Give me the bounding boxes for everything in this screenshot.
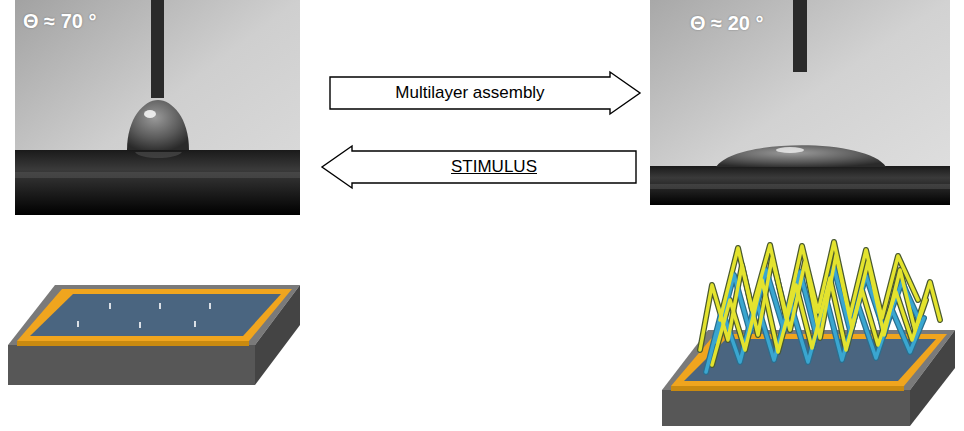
block-arrow (322, 146, 636, 188)
contact-angle-photo (15, 0, 300, 215)
contact-angle-label: Θ ≈ 70 ° (23, 9, 96, 33)
arrow-label: Multilayer assembly (392, 83, 547, 103)
photo-panel: Θ ≈ 70 ° (15, 0, 300, 215)
contact-angle-photo (650, 0, 950, 205)
coated-substrate (662, 242, 955, 426)
contact-angle-label: Θ ≈ 20 ° (690, 11, 763, 35)
block-arrow (330, 72, 640, 114)
bare-substrate (8, 285, 300, 385)
arrow-label: STIMULUS (448, 157, 540, 177)
photo-panel: Θ ≈ 20 ° (650, 0, 950, 205)
